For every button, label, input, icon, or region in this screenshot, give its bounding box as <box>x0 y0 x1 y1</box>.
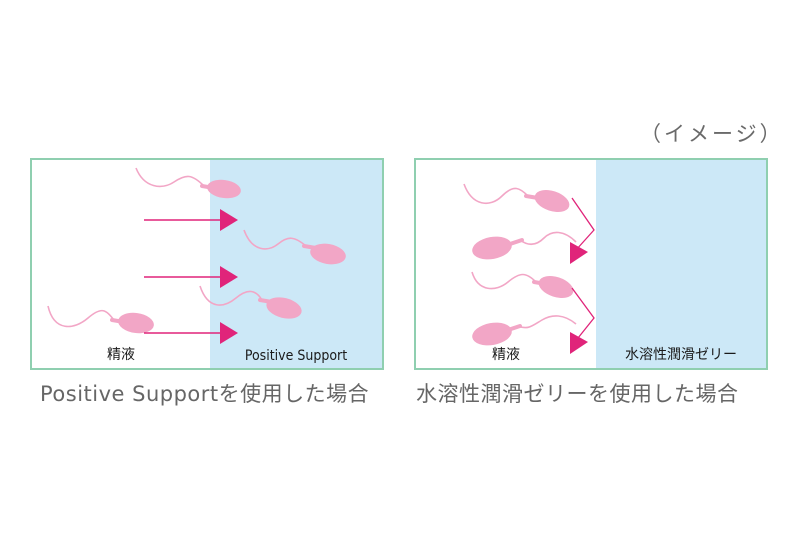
forward-arrow-icon <box>144 266 238 288</box>
bounce-back-arrow-icon <box>570 197 595 264</box>
sperm-icon <box>243 229 346 265</box>
sperm-icon <box>47 305 154 334</box>
image-note: （イメージ） <box>640 122 784 146</box>
diagram-panel-positive-support: 精液 Positive Support <box>30 158 384 370</box>
forward-arrow-icon <box>144 209 238 231</box>
bounce-back-arrow-icon <box>570 287 595 354</box>
sperm-icon <box>199 285 302 319</box>
positive-support-label: Positive Support <box>244 348 348 364</box>
semen-label: 精液 <box>492 347 520 363</box>
sperm-icon <box>472 231 577 260</box>
sperm-icon <box>472 315 577 346</box>
water-gel-label: 水溶性潤滑ゼリー <box>625 347 737 363</box>
caption-water-gel: 水溶性潤滑ゼリーを使用した場合 <box>416 382 739 406</box>
diagram-panel-water-gel: 精液 水溶性潤滑ゼリー <box>414 158 768 370</box>
semen-label: 精液 <box>107 347 135 363</box>
diagram-drawing-left <box>47 167 346 344</box>
diagram-drawing-right <box>463 183 595 354</box>
water-gel-zone <box>596 160 766 368</box>
forward-arrow-icon <box>144 322 238 344</box>
sperm-icon <box>135 167 241 199</box>
sperm-icon <box>463 183 570 213</box>
sperm-icon <box>471 271 574 299</box>
caption-positive-support: Positive Supportを使用した場合 <box>40 382 370 406</box>
